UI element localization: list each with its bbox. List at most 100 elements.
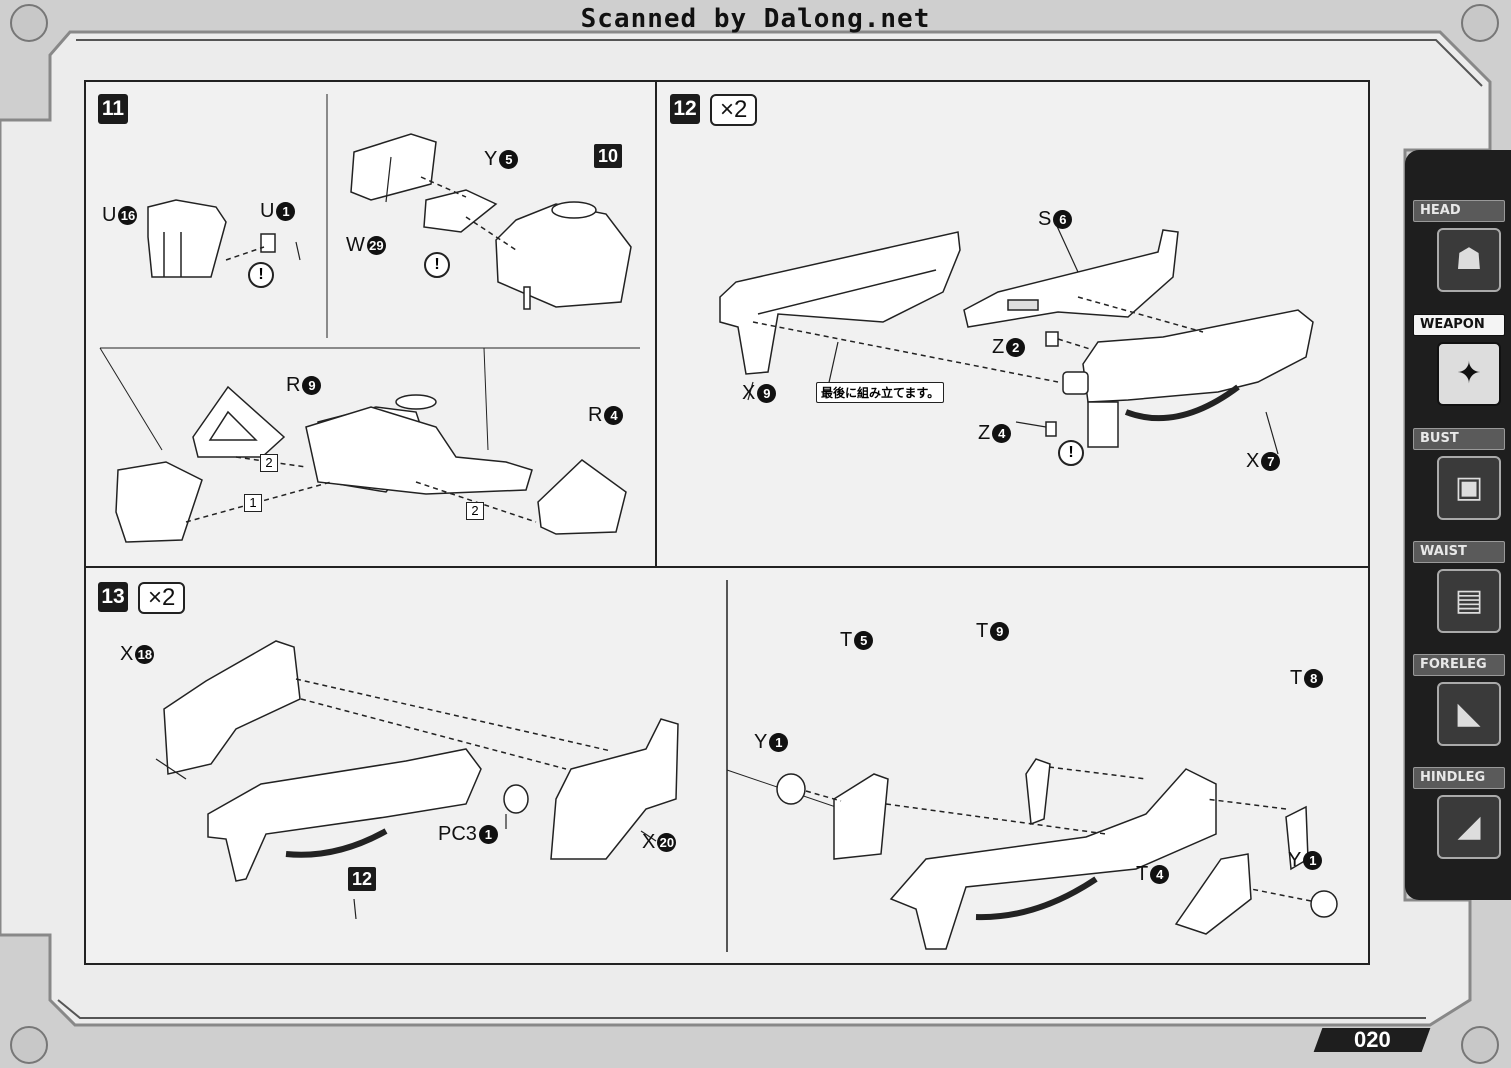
tab-bust[interactable]: BUST ▣: [1413, 428, 1505, 520]
part-number: 9: [757, 384, 777, 404]
part-letter: X: [742, 382, 756, 404]
caution-icon: !: [248, 262, 274, 288]
part-letter: Y: [484, 148, 498, 170]
part-letter: R: [588, 404, 603, 426]
scan-watermark: Scanned by Dalong.net: [580, 4, 931, 34]
part-letter: X: [120, 643, 134, 665]
waist-icon: ▤: [1437, 569, 1501, 633]
part-number: 1: [478, 825, 498, 845]
part-letter: W: [346, 234, 365, 256]
step-12-panel: 12 ×2: [658, 82, 1372, 569]
ref-step-10: 10: [594, 144, 623, 168]
tab-label: BUST: [1413, 428, 1505, 450]
part-number: 29: [366, 236, 386, 256]
part-number: 18: [135, 645, 155, 665]
part-letter: R: [286, 374, 301, 396]
part-number: 7: [1261, 452, 1281, 472]
step-12-badge: 12: [670, 94, 700, 124]
panel-dividers: [84, 80, 1370, 952]
part-letter: Z: [992, 336, 1005, 358]
step-13-panel: 13 ×2: [86, 569, 1372, 967]
part-letter: S: [1038, 208, 1052, 230]
ref-step-12: 12: [348, 867, 377, 891]
part-number: 4: [1150, 865, 1170, 885]
sequence-marker-1: 1: [244, 494, 262, 512]
step-11-diagram: [115, 133, 632, 543]
part-number: 1: [1303, 851, 1323, 871]
part-letter: Y: [1288, 849, 1302, 871]
step-13-diagram: [155, 640, 1338, 950]
hindleg-icon: ◢: [1437, 795, 1501, 859]
caution-icon: !: [424, 252, 450, 278]
tab-foreleg[interactable]: FORELEG ◣: [1413, 654, 1505, 746]
part-letter: PC3: [438, 823, 477, 845]
quantity-multiplier: ×2: [138, 582, 186, 614]
step-11-badge: 11: [98, 94, 128, 124]
step-13-badge: 13: [98, 582, 128, 612]
part-letter: X: [1246, 450, 1260, 472]
part-letter: U: [102, 204, 117, 226]
part-letter: X: [642, 831, 656, 853]
part-letter: Y: [754, 731, 768, 753]
step-12-diagram: [719, 223, 1314, 455]
part-number: 9: [302, 376, 322, 396]
tab-label: WAIST: [1413, 541, 1505, 563]
sequence-marker-2: 2: [260, 454, 278, 472]
part-number: 5: [854, 631, 874, 651]
corner-emblem-icon: [10, 1026, 48, 1064]
part-number: 8: [1304, 669, 1324, 689]
part-number: 9: [990, 622, 1010, 642]
bust-icon: ▣: [1437, 456, 1501, 520]
part-number: 1: [769, 733, 789, 753]
caution-icon: !: [1058, 440, 1084, 466]
tab-head[interactable]: HEAD ☗: [1413, 200, 1505, 292]
corner-emblem-icon: [1461, 1026, 1499, 1064]
corner-emblem-icon: [10, 4, 48, 42]
head-icon: ☗: [1437, 228, 1501, 292]
assembly-note: 最後に組み立てます。: [816, 382, 945, 403]
quantity-multiplier: ×2: [710, 94, 758, 126]
part-number: 4: [604, 406, 624, 426]
part-number: 4: [992, 424, 1012, 444]
foreleg-icon: ◣: [1437, 682, 1501, 746]
tab-waist[interactable]: WAIST ▤: [1413, 541, 1505, 633]
part-number: 1: [276, 202, 296, 222]
tab-weapon[interactable]: WEAPON ✦: [1413, 314, 1505, 406]
part-number: 6: [1053, 210, 1073, 230]
tab-label: HINDLEG: [1413, 767, 1505, 789]
tab-hindleg[interactable]: HINDLEG ◢: [1413, 767, 1505, 859]
step-11-panel: 11: [86, 82, 658, 569]
instruction-area: 11: [84, 80, 1370, 965]
corner-emblem-icon: [1461, 4, 1499, 42]
part-number: 16: [118, 206, 138, 226]
tab-label: HEAD: [1413, 200, 1505, 222]
page-number: 020: [1313, 1027, 1431, 1052]
tab-label: FORELEG: [1413, 654, 1505, 676]
part-letter: T: [1136, 863, 1149, 885]
tab-label: WEAPON: [1413, 314, 1505, 336]
part-letter: Z: [978, 422, 991, 444]
part-number: 5: [499, 150, 519, 170]
sequence-marker-2: 2: [466, 502, 484, 520]
weapon-icon: ✦: [1437, 342, 1501, 406]
page-number-text: 020: [1353, 1027, 1391, 1052]
part-number: 2: [1006, 338, 1026, 358]
